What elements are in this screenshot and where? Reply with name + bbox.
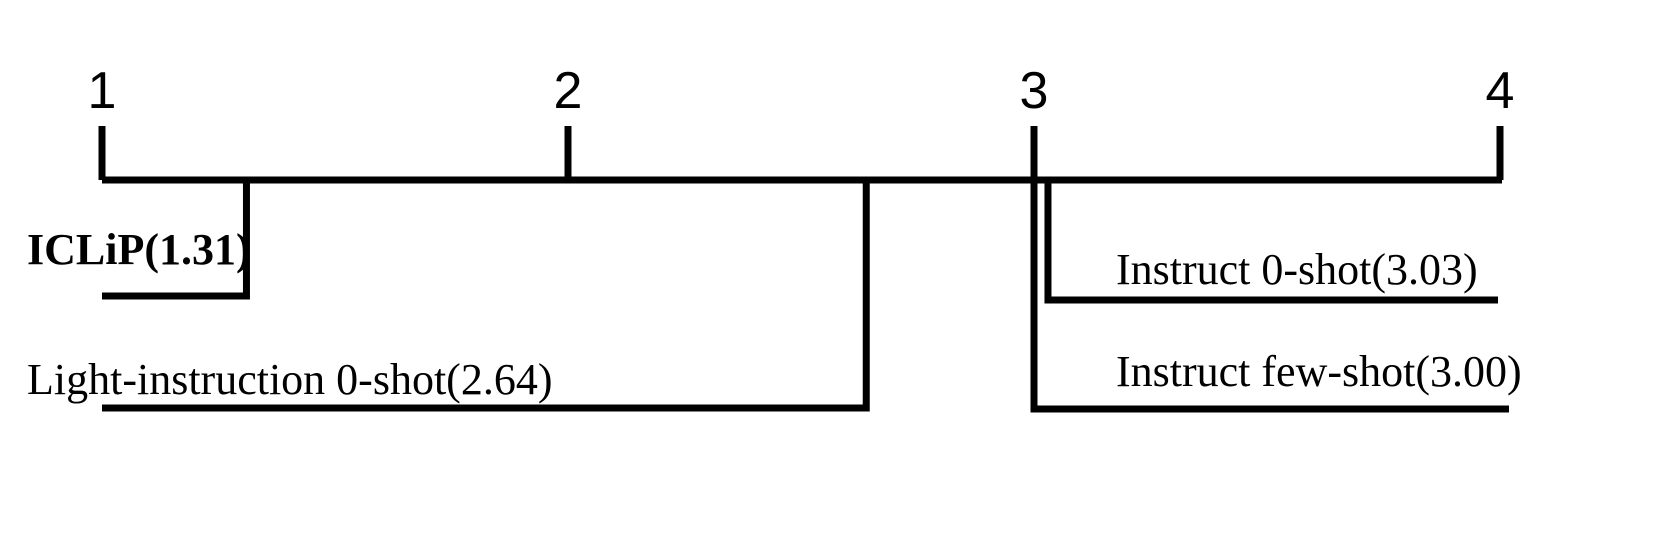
tick-label: 3 [1020, 62, 1049, 120]
method-label-light-instruction-0-shot: Light-instruction 0-shot(2.64) [27, 355, 553, 404]
method-label-instruct-0-shot: Instruct 0-shot(3.03) [1116, 245, 1478, 294]
method-label-instruct-few-shot: Instruct few-shot(3.00) [1116, 347, 1522, 396]
method-connector-instruct-few-shot [1030, 180, 1509, 413]
method-connector-light-instruction-0-shot [102, 180, 870, 412]
method-connector-iclip [102, 180, 250, 300]
tick-label: 2 [554, 62, 583, 120]
method-connector-instruct-0-shot [1044, 180, 1498, 304]
tick-label: 4 [1486, 62, 1515, 120]
tick-label: 1 [88, 62, 117, 120]
method-label-iclip: ICLiP(1.31) [27, 225, 251, 274]
